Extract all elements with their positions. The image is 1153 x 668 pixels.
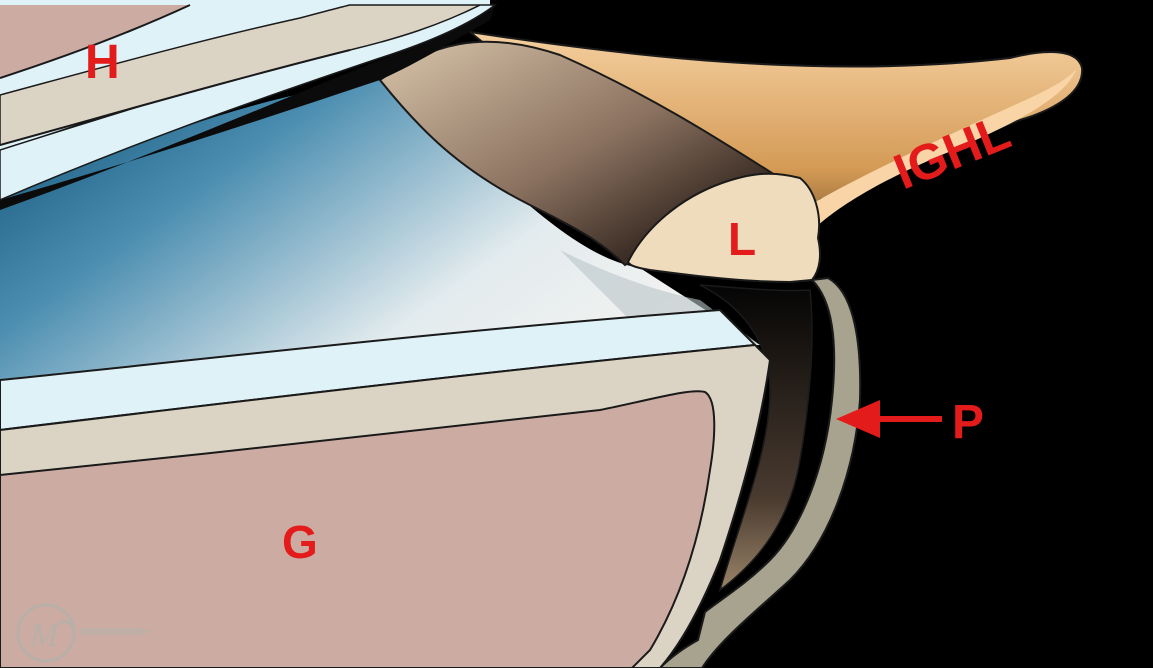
svg-text:M: M [29, 617, 60, 654]
pointer-label: P [952, 396, 984, 449]
labrum-label: L [728, 213, 756, 265]
glenoid-label: G [282, 516, 318, 568]
humerus-label: H [85, 36, 120, 89]
